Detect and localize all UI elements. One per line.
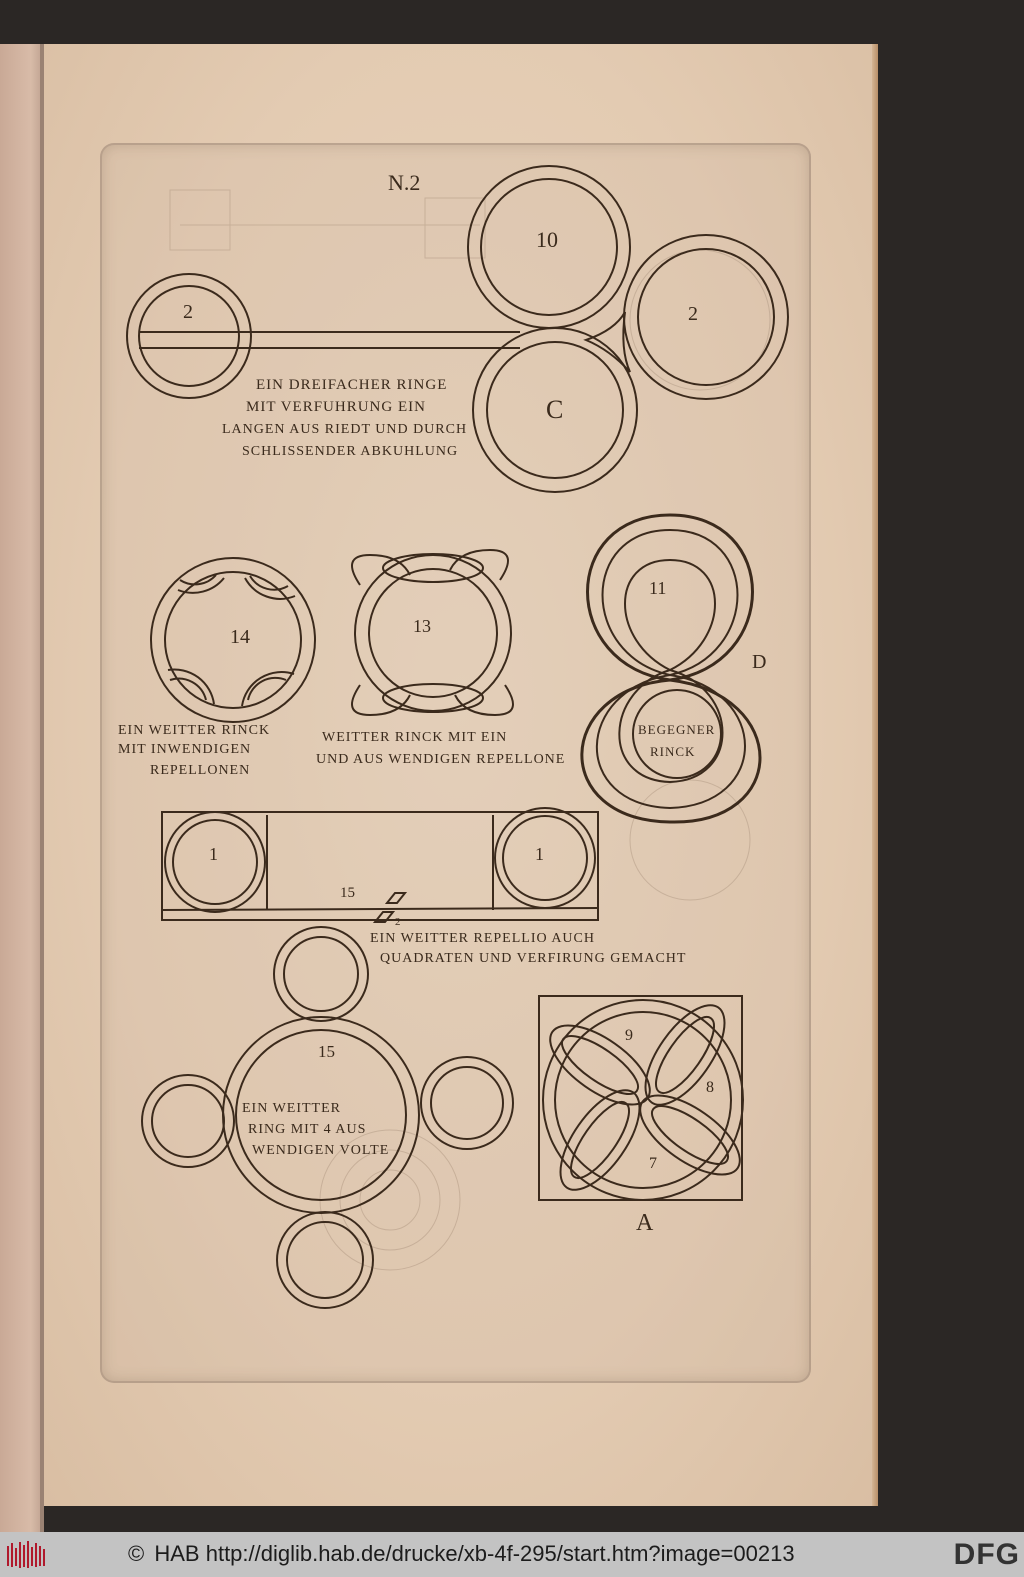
caption-triple-ring-1: EIN DREIFACHER RINGE [256, 377, 447, 393]
figure-labels: N.2 10 2 C 2 14 13 11 D 1 1 15 2 15 9 8 … [183, 170, 766, 1236]
hab-barcode-logo-icon [7, 1541, 45, 1568]
caption-triple-ring-3: LANGEN AUS RIEDT UND DURCH [222, 422, 467, 437]
caption-triple-ring-2: MIT VERFUHRUNG EIN [246, 399, 426, 415]
footer-attribution: © HAB http://diglib.hab.de/drucke/xb-4f-… [128, 1541, 795, 1567]
caption-begegner-2: RINCK [650, 744, 695, 759]
dfg-logo: DFG [953, 1538, 1020, 1571]
scanned-page [44, 44, 878, 1506]
figure-ring-14 [150, 557, 316, 723]
figure-ring-15 [141, 926, 514, 1309]
figure-eight-begegner [580, 513, 762, 824]
caption-ring-15-1: EIN WEITTER [242, 1101, 341, 1116]
caption-ring-13-1: WEITTER RINCK MIT EIN [322, 730, 507, 745]
svg-text:D: D [752, 651, 766, 673]
caption-ring-14-3: REPELLONEN [150, 763, 250, 778]
caption-ring-14-1: EIN WEITTER RINCK [118, 723, 270, 738]
svg-text:15: 15 [318, 1042, 335, 1061]
figure-triple-ring [126, 165, 789, 493]
copyright-symbol: © [128, 1541, 145, 1566]
caption-repellio-2: QUADRATEN UND VERFIRUNG GEMACHT [380, 951, 686, 966]
svg-text:15: 15 [340, 885, 355, 901]
copyright-holder: HAB [154, 1541, 200, 1566]
svg-text:2: 2 [395, 916, 401, 928]
svg-text:2: 2 [183, 301, 193, 323]
caption-ring-15-2: RING MIT 4 AUS [248, 1122, 366, 1137]
engraved-plate [100, 143, 811, 1383]
svg-text:10: 10 [536, 227, 558, 252]
svg-text:13: 13 [413, 616, 431, 636]
svg-text:2: 2 [688, 303, 698, 325]
svg-text:9: 9 [625, 1027, 633, 1044]
svg-text:11: 11 [649, 578, 666, 598]
caption-triple-ring-4: SCHLISSENDER ABKUHLUNG [242, 444, 458, 459]
svg-text:14: 14 [230, 626, 250, 648]
figure-ring-13 [351, 548, 514, 717]
engraving-drawing: N.2 10 2 C 2 14 13 11 D 1 1 15 2 15 9 8 … [118, 165, 789, 1309]
book-gutter [40, 44, 44, 1532]
facing-page-edge [0, 44, 44, 1532]
svg-text:1: 1 [535, 844, 544, 864]
source-link[interactable]: http://diglib.hab.de/drucke/xb-4f-295/st… [205, 1541, 795, 1566]
page-viewer: N.2 10 2 C 2 14 13 11 D 1 1 15 2 15 9 8 … [0, 44, 878, 1532]
svg-text:1: 1 [209, 844, 218, 864]
svg-text:A: A [636, 1210, 654, 1236]
figure-square-repellio [161, 807, 599, 923]
caption-begegner-1: BEGEGNER [638, 722, 715, 737]
svg-text:8: 8 [706, 1079, 714, 1096]
captions: EIN DREIFACHER RINGE MIT VERFUHRUNG EIN … [118, 377, 715, 1158]
caption-ring-14-2: MIT INWENDIGEN [118, 742, 251, 757]
figure-quatrefoil [538, 995, 744, 1201]
page-edge [872, 44, 878, 1506]
svg-text:7: 7 [649, 1155, 657, 1172]
caption-ring-15-3: WENDIGEN VOLTE [252, 1143, 389, 1158]
footer-bar: © HAB http://diglib.hab.de/drucke/xb-4f-… [0, 1532, 1024, 1577]
caption-repellio-1: EIN WEITTER REPELLIO AUCH [370, 931, 595, 946]
plate-number: N.2 [388, 170, 420, 195]
svg-text:C: C [546, 395, 563, 424]
caption-ring-13-2: UND AUS WENDIGEN REPELLONE [316, 752, 565, 767]
